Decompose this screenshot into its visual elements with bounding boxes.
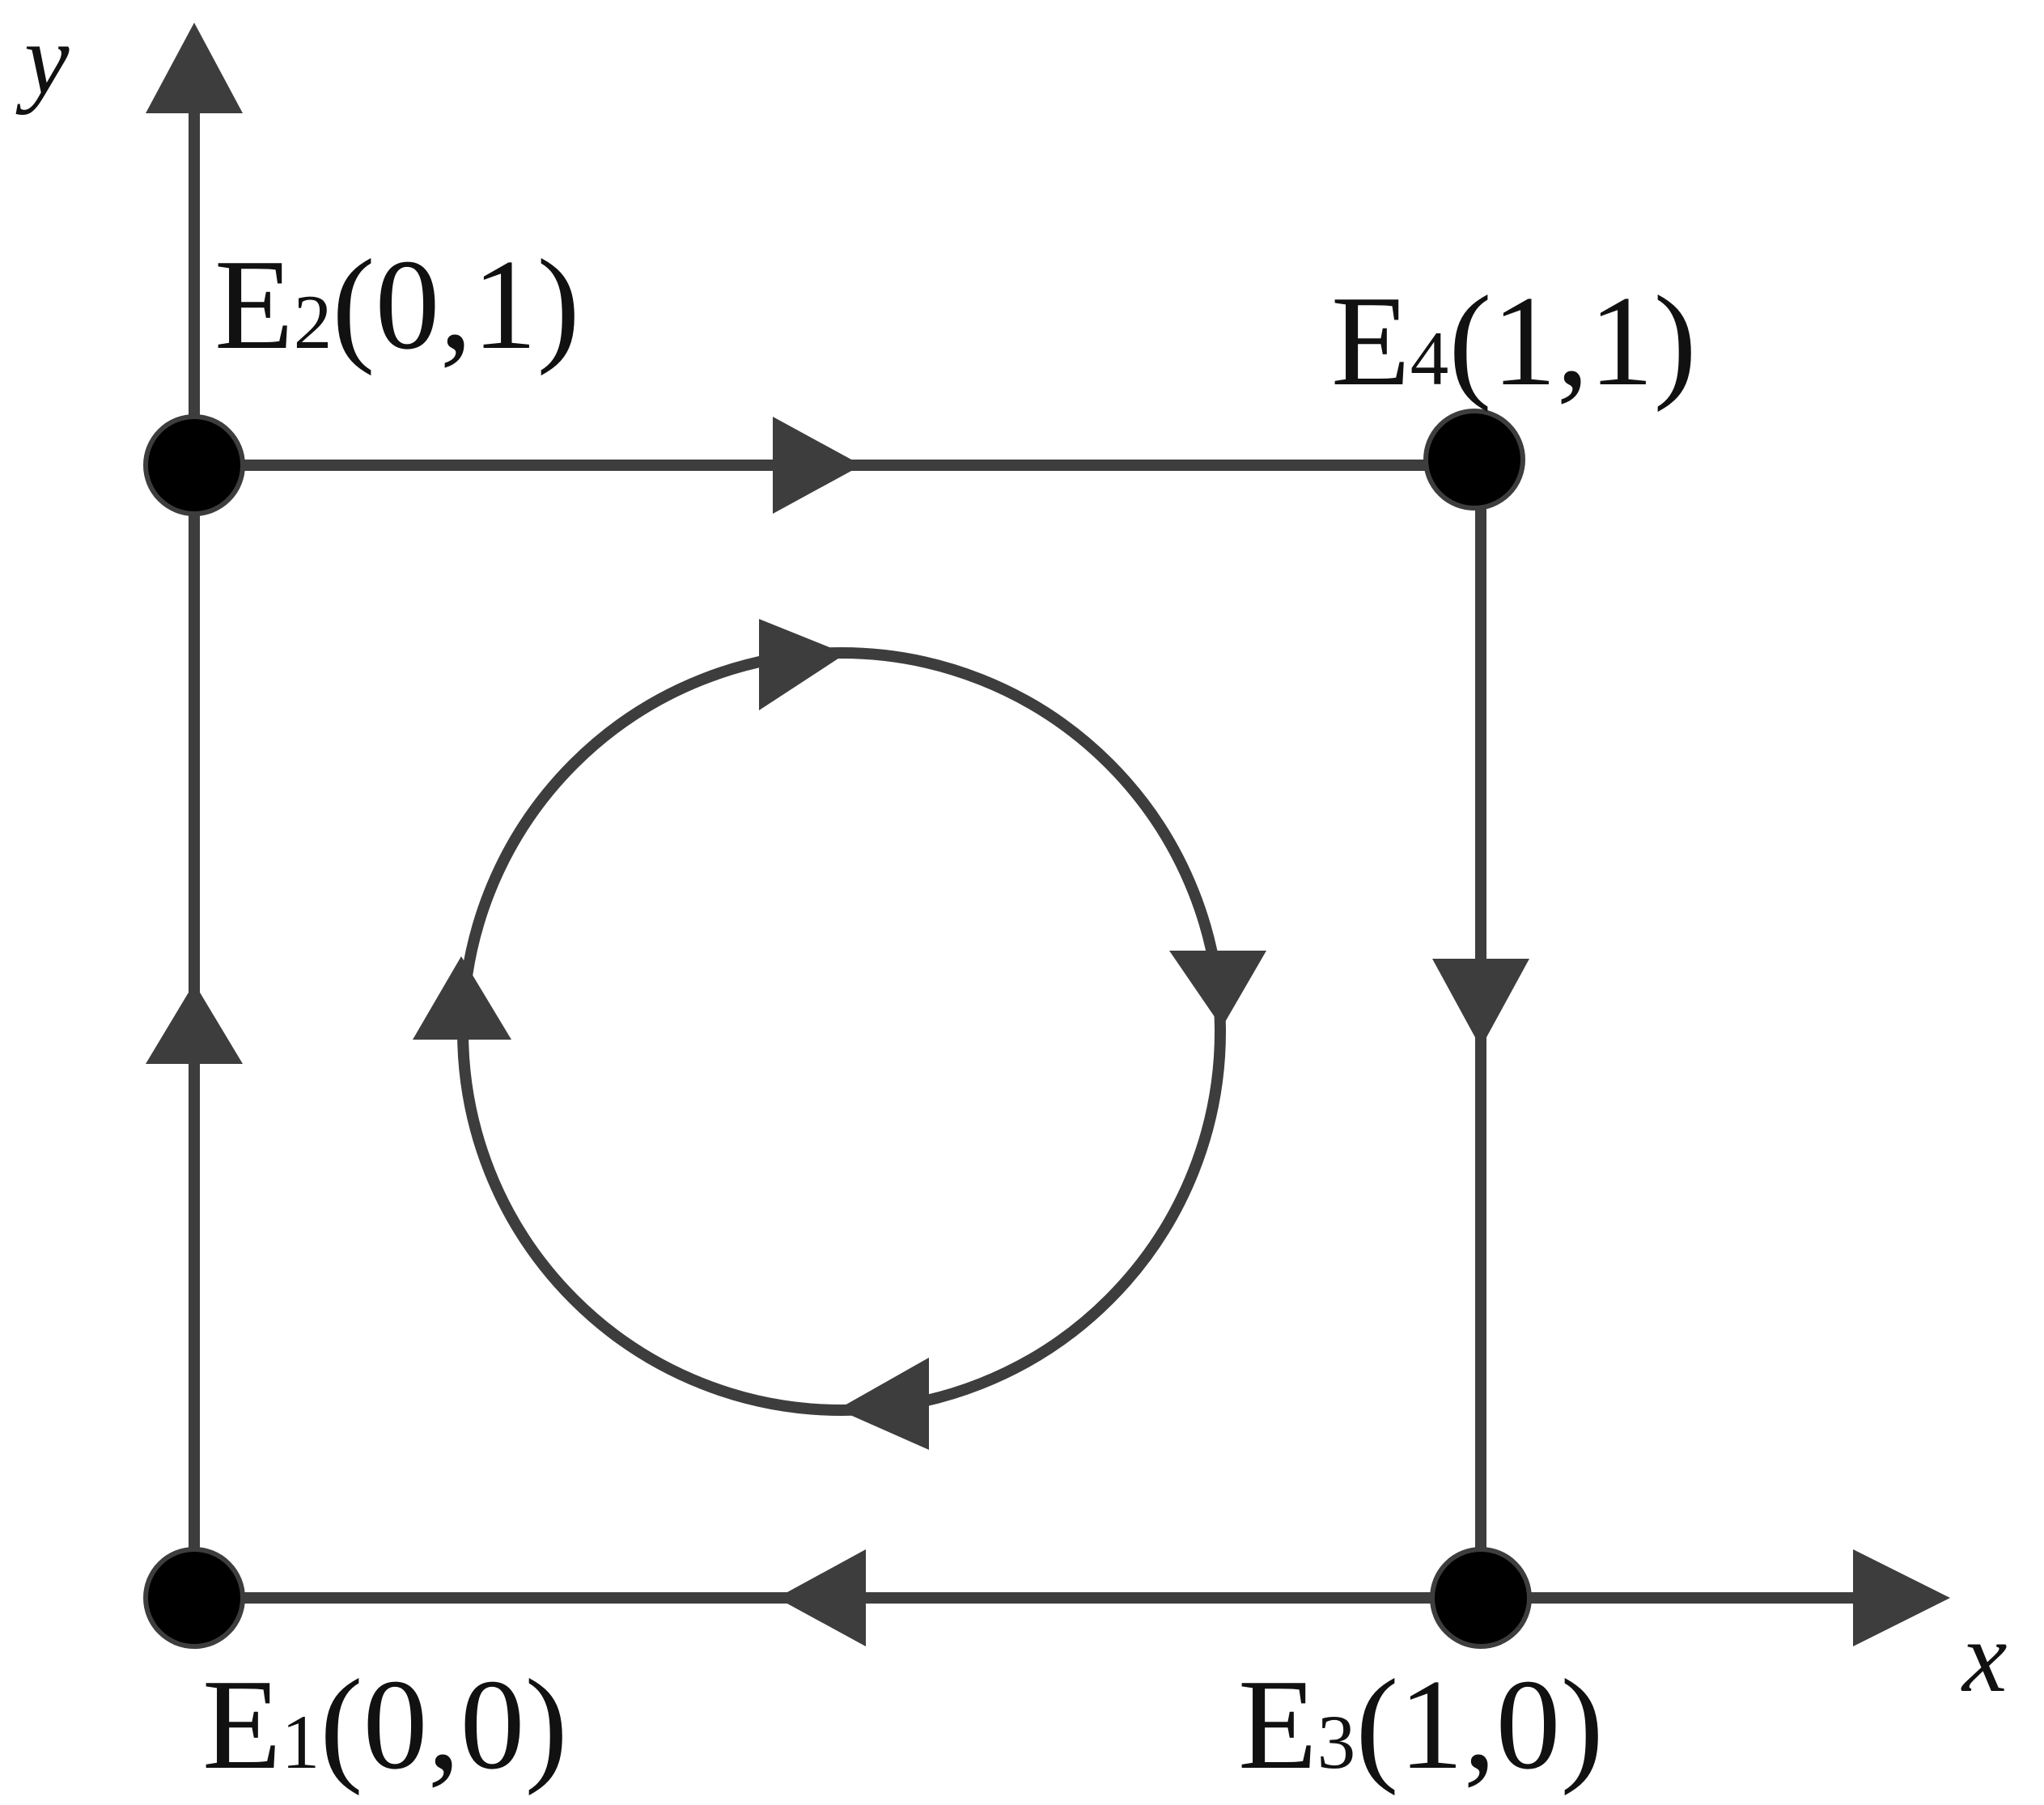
label-e2: E2(0,1): [214, 232, 580, 376]
orbit-arrow-bottom: [838, 1358, 929, 1450]
y-axis-label: y: [15, 4, 70, 116]
x-axis-label: x: [1961, 1602, 2007, 1714]
arrow-down-e4-e3: [1432, 959, 1529, 1048]
label-e3: E3(1,0): [1238, 1652, 1604, 1796]
arrow-left-e3-e1: [777, 1549, 866, 1646]
node-e1: [143, 1547, 245, 1649]
closed-orbit: [457, 647, 1226, 1416]
label-e4: E4(1,1): [1331, 269, 1697, 413]
node-e3: [1430, 1547, 1532, 1649]
arrow-up-e1-e2: [146, 983, 243, 1064]
orbit-arrow-top: [759, 619, 846, 710]
y-axis-arrowhead: [146, 23, 243, 113]
node-e4: [1423, 409, 1525, 511]
arrow-right-e2-e4: [773, 417, 862, 514]
x-axis-arrowhead: [1853, 1549, 1950, 1646]
label-e1: E1(0,0): [202, 1652, 568, 1796]
node-e2: [143, 414, 245, 516]
orbit-arrow-left: [413, 956, 511, 1040]
orbit-arrow-right: [1169, 951, 1266, 1027]
